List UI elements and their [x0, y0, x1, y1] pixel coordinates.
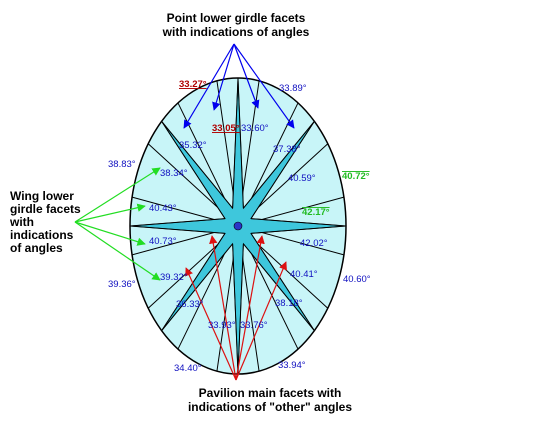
blue-arrow: [183, 43, 235, 129]
main-facet-edge: [237, 243, 244, 375]
caption-left-2: girdle facets: [10, 202, 81, 216]
red-arrow: [185, 267, 237, 381]
caption-bottom-2: indications of "other" angles: [188, 400, 352, 414]
angle-label: 39.36°: [108, 279, 136, 290]
angle-label: 34.40°: [174, 363, 202, 374]
green-arrow: [74, 221, 146, 246]
blue-arrow: [233, 43, 260, 109]
angle-label: 38.18°: [275, 298, 303, 309]
main-facet-edge: [129, 218, 226, 227]
angle-label: 40.72°: [342, 171, 370, 182]
angle-label: 36.33°: [176, 299, 204, 310]
main-facet-edge: [250, 218, 347, 227]
main-facet-edge: [250, 233, 315, 331]
red-arrow: [235, 261, 287, 381]
main-facet-edge: [161, 121, 226, 219]
caption-bottom-1: Pavilion main facets with: [199, 386, 342, 400]
red-arrow: [235, 235, 265, 381]
main-facet-arrows: [185, 235, 287, 381]
main-facet-edge: [161, 121, 234, 209]
green-arrow: [74, 167, 161, 223]
captions: Point lower girdle facets with indicatio…: [9, 11, 352, 414]
angle-label: 40.43°: [149, 203, 177, 214]
main-facet-edge: [237, 77, 244, 209]
main-facet-edge: [161, 243, 234, 331]
main-facet-edge: [250, 225, 347, 234]
angle-label: 33.93°: [208, 320, 236, 331]
main-facet-edge: [242, 121, 315, 209]
main-facet-edge: [129, 225, 226, 234]
caption-left-3: with: [9, 215, 34, 229]
caption-left-4: indications: [10, 228, 74, 242]
angle-label: 37.38°: [273, 144, 301, 155]
angle-label: 33.89°: [279, 83, 307, 94]
green-arrow: [74, 221, 161, 281]
angle-label: 40.60°: [343, 274, 371, 285]
main-facet-edges: [129, 77, 347, 375]
angle-label: 40.59°: [288, 173, 316, 184]
angle-label: 35.32°: [179, 140, 207, 151]
angle-label: 38.34°: [160, 168, 188, 179]
culet: [233, 221, 243, 231]
angle-label: 33.05°: [212, 123, 240, 134]
angle-label: 42.17°: [302, 207, 330, 218]
main-facet-edge: [250, 121, 315, 219]
blue-arrow: [212, 43, 235, 111]
red-arrow: [209, 235, 237, 381]
point-facet-arrows: [183, 43, 295, 129]
caption-top-1: Point lower girdle facets: [167, 11, 306, 25]
main-facet-edge: [242, 243, 315, 331]
angle-label: 38.83°: [108, 159, 136, 170]
angle-label: 33.94°: [278, 360, 306, 371]
caption-left-5: of angles: [10, 241, 63, 255]
blue-arrow: [233, 43, 295, 129]
caption-top-2: with indications of angles: [162, 25, 310, 39]
angle-label: 40.73°: [149, 236, 177, 247]
angle-label: 39.32°: [160, 272, 188, 283]
green-arrow: [74, 203, 146, 223]
main-facet-edge: [232, 77, 239, 209]
angle-label: 33.27°: [179, 79, 207, 90]
caption-left-1: Wing lower: [10, 189, 74, 203]
angle-label: 42.02°: [300, 238, 328, 249]
angle-label: 33.76°: [240, 320, 268, 331]
angle-label: 33.60°: [241, 123, 269, 134]
wing-facet-arrows: [74, 167, 161, 281]
angle-label: 40.41°: [290, 269, 318, 280]
pavilion-outline: [129, 77, 347, 375]
angle-labels: 33.27° 33.89° 35.32° 33.05° 33.60° 37.38…: [108, 79, 371, 374]
main-facet-edge: [232, 243, 239, 375]
